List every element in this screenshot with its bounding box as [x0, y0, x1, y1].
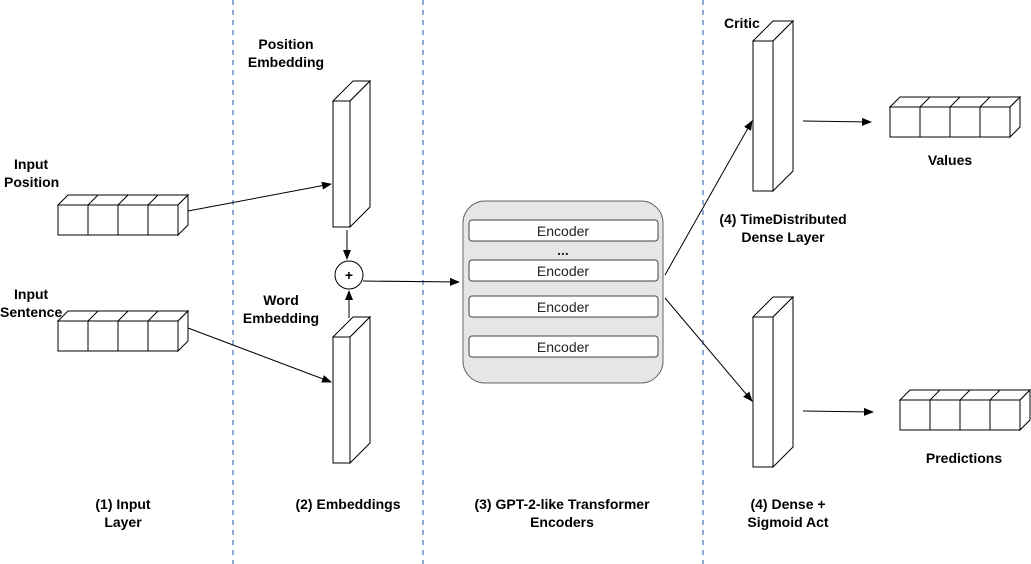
position-embedding-block: [331, 79, 372, 229]
stage-label-line: Encoders: [530, 514, 594, 530]
stage-label-encoders: (3) GPT-2-like Transformer Encoders: [457, 495, 667, 531]
stage-label-embeddings: (2) Embeddings: [295, 496, 401, 512]
input-position-tensor: [56, 193, 190, 237]
stage-label-line: (1) Input: [95, 496, 151, 512]
arrow-transformer-to-critic: [664, 120, 753, 276]
critic-label: Critic: [724, 15, 760, 31]
timedistributed-label-line: Dense Layer: [741, 229, 825, 245]
word-embedding-label-line: Embedding: [242, 310, 320, 326]
word-embedding-block: [331, 315, 372, 465]
encoder-box: Encoder: [468, 295, 659, 318]
plus-symbol: +: [345, 267, 353, 283]
values-label: Values: [927, 152, 973, 168]
position-embedding-label: Position Embedding: [246, 35, 326, 71]
input-position-label-line: Input: [14, 156, 49, 172]
stage-label-line: (3) GPT-2-like Transformer: [474, 496, 650, 512]
encoder-label: Encoder: [537, 339, 589, 355]
input-sentence-label: Input Sentence: [0, 285, 62, 321]
add-node: +: [334, 260, 364, 290]
arrow-add-to-transformer: [362, 277, 460, 286]
input-position-label: Input Position: [4, 155, 59, 191]
encoder-label: Encoder: [537, 223, 589, 239]
critic-dense-block: [751, 19, 795, 193]
stage-label-input-layer: (1) Input Layer: [73, 495, 173, 531]
encoder-box: Encoder: [468, 219, 659, 242]
word-embedding-label: Word Embedding: [241, 291, 321, 327]
arrow-prediction-to-predictions: [802, 407, 874, 416]
stage-label-line: Sigmoid Act: [747, 514, 829, 530]
encoder-box: Encoder: [468, 259, 659, 282]
encoder-label: Encoder: [537, 263, 589, 279]
timedistributed-label-line: (4) TimeDistributed: [719, 211, 847, 227]
encoder-label: Encoder: [537, 299, 589, 315]
word-embedding-label-line: Word: [263, 292, 299, 308]
arrow-position-to-embedding: [187, 181, 332, 212]
stage-label-line: (4) Dense +: [750, 496, 826, 512]
arrow-transformer-to-prediction: [664, 297, 753, 402]
arrow-sentence-to-embedding: [187, 327, 332, 383]
position-embedding-label-line: Position: [258, 36, 314, 52]
input-sentence-label-line: Sentence: [0, 304, 63, 320]
encoder-box: Encoder: [468, 335, 659, 358]
predictions-tensor: [898, 388, 1031, 432]
input-sentence-label-line: Input: [14, 286, 49, 302]
position-embedding-label-line: Embedding: [247, 54, 325, 70]
input-position-label-line: Position: [4, 174, 60, 190]
values-tensor: [888, 95, 1022, 139]
arrow-critic-to-values: [802, 117, 872, 126]
input-sentence-tensor: [56, 309, 190, 353]
timedistributed-label: (4) TimeDistributed Dense Layer: [708, 210, 858, 246]
encoder-ellipsis: ...: [557, 242, 569, 258]
stage-label-line: Layer: [104, 514, 142, 530]
predictions-label: Predictions: [925, 450, 1003, 466]
stage-label-dense-sigmoid: (4) Dense + Sigmoid Act: [733, 495, 843, 531]
prediction-dense-block: [751, 295, 795, 469]
